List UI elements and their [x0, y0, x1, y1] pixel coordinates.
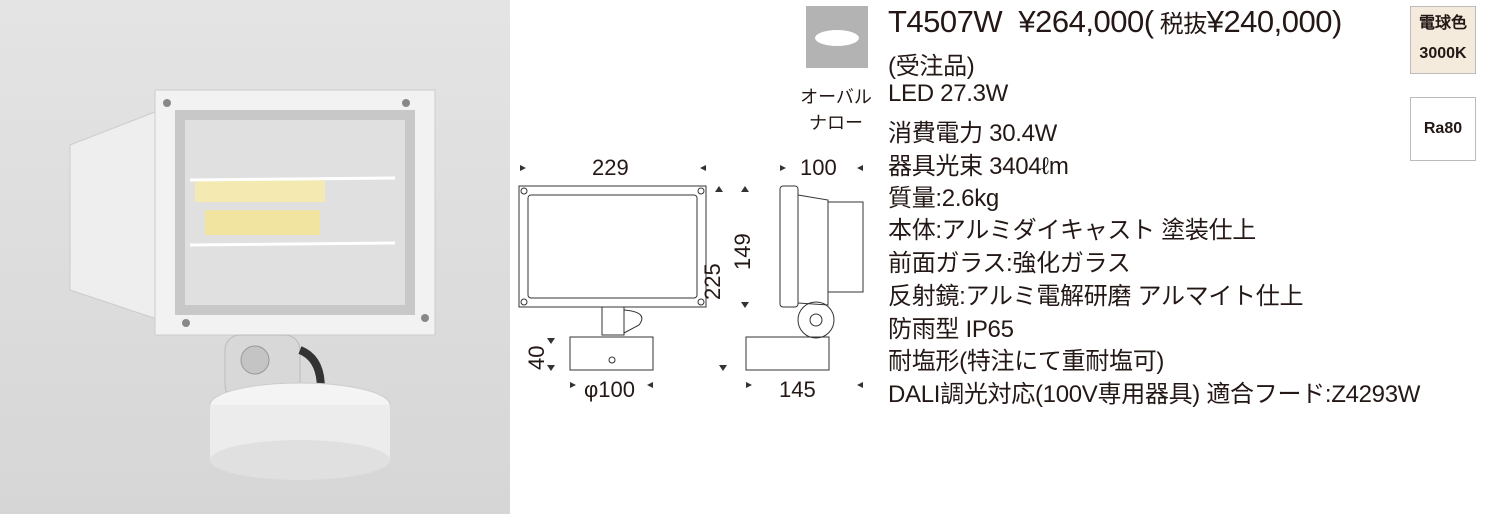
spec-line: DALI調光対応(100V専用器具) 適合フード:Z4293W — [888, 381, 1421, 408]
beam-line2: ナロー — [809, 113, 863, 133]
model-number: T4507W — [888, 4, 1003, 39]
color-name: 電球色 — [1418, 15, 1467, 32]
order-note: (受注品) — [888, 53, 975, 80]
dim-base-height: 40 — [524, 345, 549, 370]
front-view — [518, 185, 707, 371]
dim-total-height: 225 — [700, 263, 725, 300]
spec-line: LED 27.3W — [888, 80, 1009, 107]
side-view — [745, 185, 864, 371]
floodlight-image — [69, 89, 436, 480]
beam-type-label: オーバル ナロー — [800, 84, 872, 136]
spec-line: 質量:2.6kg — [888, 185, 999, 212]
beam-shape-icon — [806, 6, 868, 68]
product-title: T4507W ¥264,000( 税抜¥240,000) — [888, 4, 1342, 40]
spec-line: 反射鏡:アルミ電解研磨 アルマイト仕上 — [888, 283, 1304, 310]
dimension-drawing — [518, 165, 864, 388]
spec-line: 消費電力 30.4W — [888, 120, 1058, 147]
spec-line: 器具光束 3404ℓm — [888, 153, 1069, 180]
dim-width: 229 — [592, 155, 629, 180]
spec-line: 防雨型 IP65 — [888, 316, 1014, 343]
dimension-arrows — [520, 165, 863, 388]
dim-depth: 100 — [800, 155, 837, 180]
dim-base-diameter: φ100 — [584, 377, 635, 402]
ra-badge: Ra80 — [1410, 97, 1476, 161]
dim-total-depth: 145 — [779, 377, 816, 402]
beam-line1: オーバル — [800, 87, 872, 107]
price-ex-tax: ¥240,000) — [1206, 4, 1343, 39]
color-temp-badge: 電球色 3000K — [1410, 6, 1476, 74]
spec-line: 耐塩形(特注にて重耐塩可) — [888, 348, 1165, 375]
product-photo — [0, 0, 510, 514]
spec-line: 前面ガラス:強化ガラス — [888, 250, 1131, 277]
spec-line: 本体:アルミダイキャスト 塗装仕上 — [888, 217, 1256, 244]
tax-label: 税抜 — [1153, 11, 1208, 38]
color-kelvin: 3000K — [1419, 45, 1467, 62]
dim-head-height: 149 — [730, 233, 755, 270]
price: ¥264,000( — [1018, 4, 1154, 39]
